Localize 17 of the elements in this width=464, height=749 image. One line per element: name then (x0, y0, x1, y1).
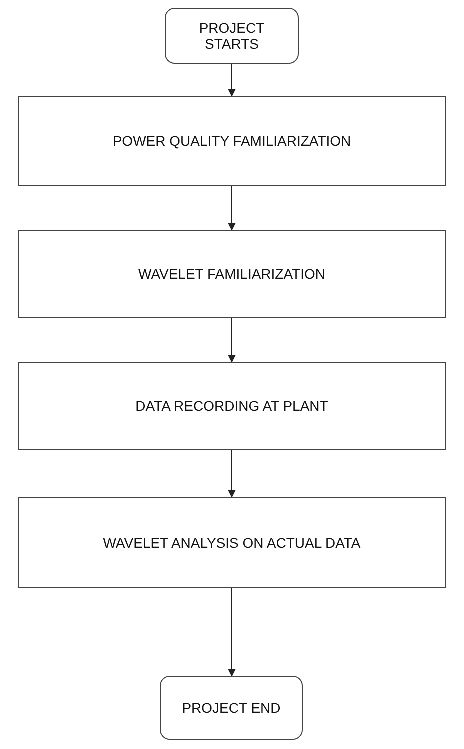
arrow (228, 318, 236, 363)
process-box (18, 497, 446, 588)
box-label: PROJECT STARTS (198, 20, 266, 52)
box-label: POWER QUALITY FAMILIARIZATION (112, 133, 352, 149)
arrow (228, 64, 236, 97)
terminal-box (165, 8, 299, 64)
box-label: WAVELET ANALYSIS ON ACTUAL DATA (102, 534, 362, 550)
process-box (18, 362, 446, 450)
process-box (18, 96, 446, 186)
arrow (228, 588, 236, 677)
box-label: DATA RECORDING AT PLANT (134, 398, 330, 414)
terminal-box (160, 676, 303, 740)
arrow (228, 186, 236, 231)
process-box (18, 230, 446, 318)
box-label: PROJECT END (181, 700, 282, 716)
arrow (228, 450, 236, 498)
box-label: WAVELET FAMILIARIZATION (138, 266, 326, 282)
